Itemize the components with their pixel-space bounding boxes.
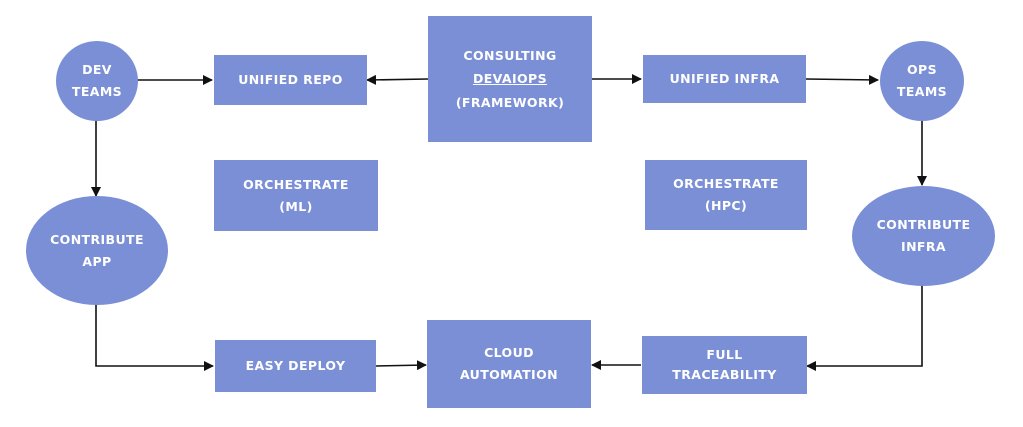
node-easy-deploy: EASY DEPLOY — [215, 340, 376, 392]
node-consulting-line-1: CONSULTING — [463, 48, 557, 64]
node-orchestrate-ml: ORCHESTRATE (ML) — [214, 160, 378, 231]
node-contribute-app-line-2: APP — [82, 253, 112, 269]
node-easy-deploy-label: EASY DEPLOY — [245, 358, 346, 374]
edge-unified-infra-to-ops-teams — [805, 74, 879, 85]
edge-contribute-infra-to-full-traceability — [806, 285, 923, 371]
node-contribute-infra: CONTRIBUTE INFRA — [852, 186, 995, 286]
node-dev-teams-line-1: DEV — [82, 62, 112, 78]
edge-consulting-to-unified-repo — [366, 74, 429, 85]
node-full-traceability-line-1: FULL — [706, 347, 743, 362]
node-full-traceability: FULL TRACEABILITY — [642, 336, 807, 394]
node-cloud-automation-line-2: AUTOMATION — [459, 367, 558, 382]
node-dev-teams: DEV TEAMS — [56, 41, 138, 121]
node-ops-teams-line-1: OPS — [907, 62, 937, 78]
node-ops-teams-line-2: TEAMS — [896, 84, 948, 99]
node-orchestrate-hpc-line-2: (HPC) — [704, 198, 748, 213]
node-contribute-infra-line-2: INFRA — [901, 239, 946, 254]
node-cloud-automation-line-1: CLOUD — [484, 345, 534, 361]
node-orchestrate-ml-line-1: ORCHESTRATE — [243, 176, 349, 192]
edge-contribute-app-to-easy-deploy — [95, 303, 214, 371]
node-unified-infra-label: UNIFIED INFRA — [669, 71, 780, 87]
node-unified-infra: UNIFIED INFRA — [643, 55, 806, 103]
node-consulting-line-2: DEVAIOPS — [472, 71, 548, 87]
node-contribute-app: CONTRIBUTE APP — [26, 196, 168, 305]
node-ops-teams: OPS TEAMS — [880, 41, 964, 121]
node-consulting-line-3: (FRAMEWORK) — [455, 94, 565, 110]
node-cloud-automation: CLOUD AUTOMATION — [427, 320, 591, 408]
node-orchestrate-hpc-line-1: ORCHESTRATE — [673, 176, 779, 192]
node-dev-teams-line-2: TEAMS — [71, 84, 123, 99]
node-orchestrate-hpc: ORCHESTRATE (HPC) — [645, 160, 807, 230]
node-contribute-app-line-1: CONTRIBUTE — [50, 231, 144, 247]
node-consulting-devaiops: CONSULTING DEVAIOPS (FRAMEWORK) — [428, 16, 592, 142]
node-full-traceability-line-2: TRACEABILITY — [672, 367, 777, 382]
node-unified-repo-label: UNIFIED REPO — [238, 72, 343, 88]
edge-easy-deploy-to-cloud-automation — [374, 360, 427, 371]
node-contribute-infra-line-1: CONTRIBUTE — [876, 217, 971, 233]
node-unified-repo: UNIFIED REPO — [214, 55, 367, 105]
node-orchestrate-ml-line-2: (ML) — [279, 198, 313, 214]
